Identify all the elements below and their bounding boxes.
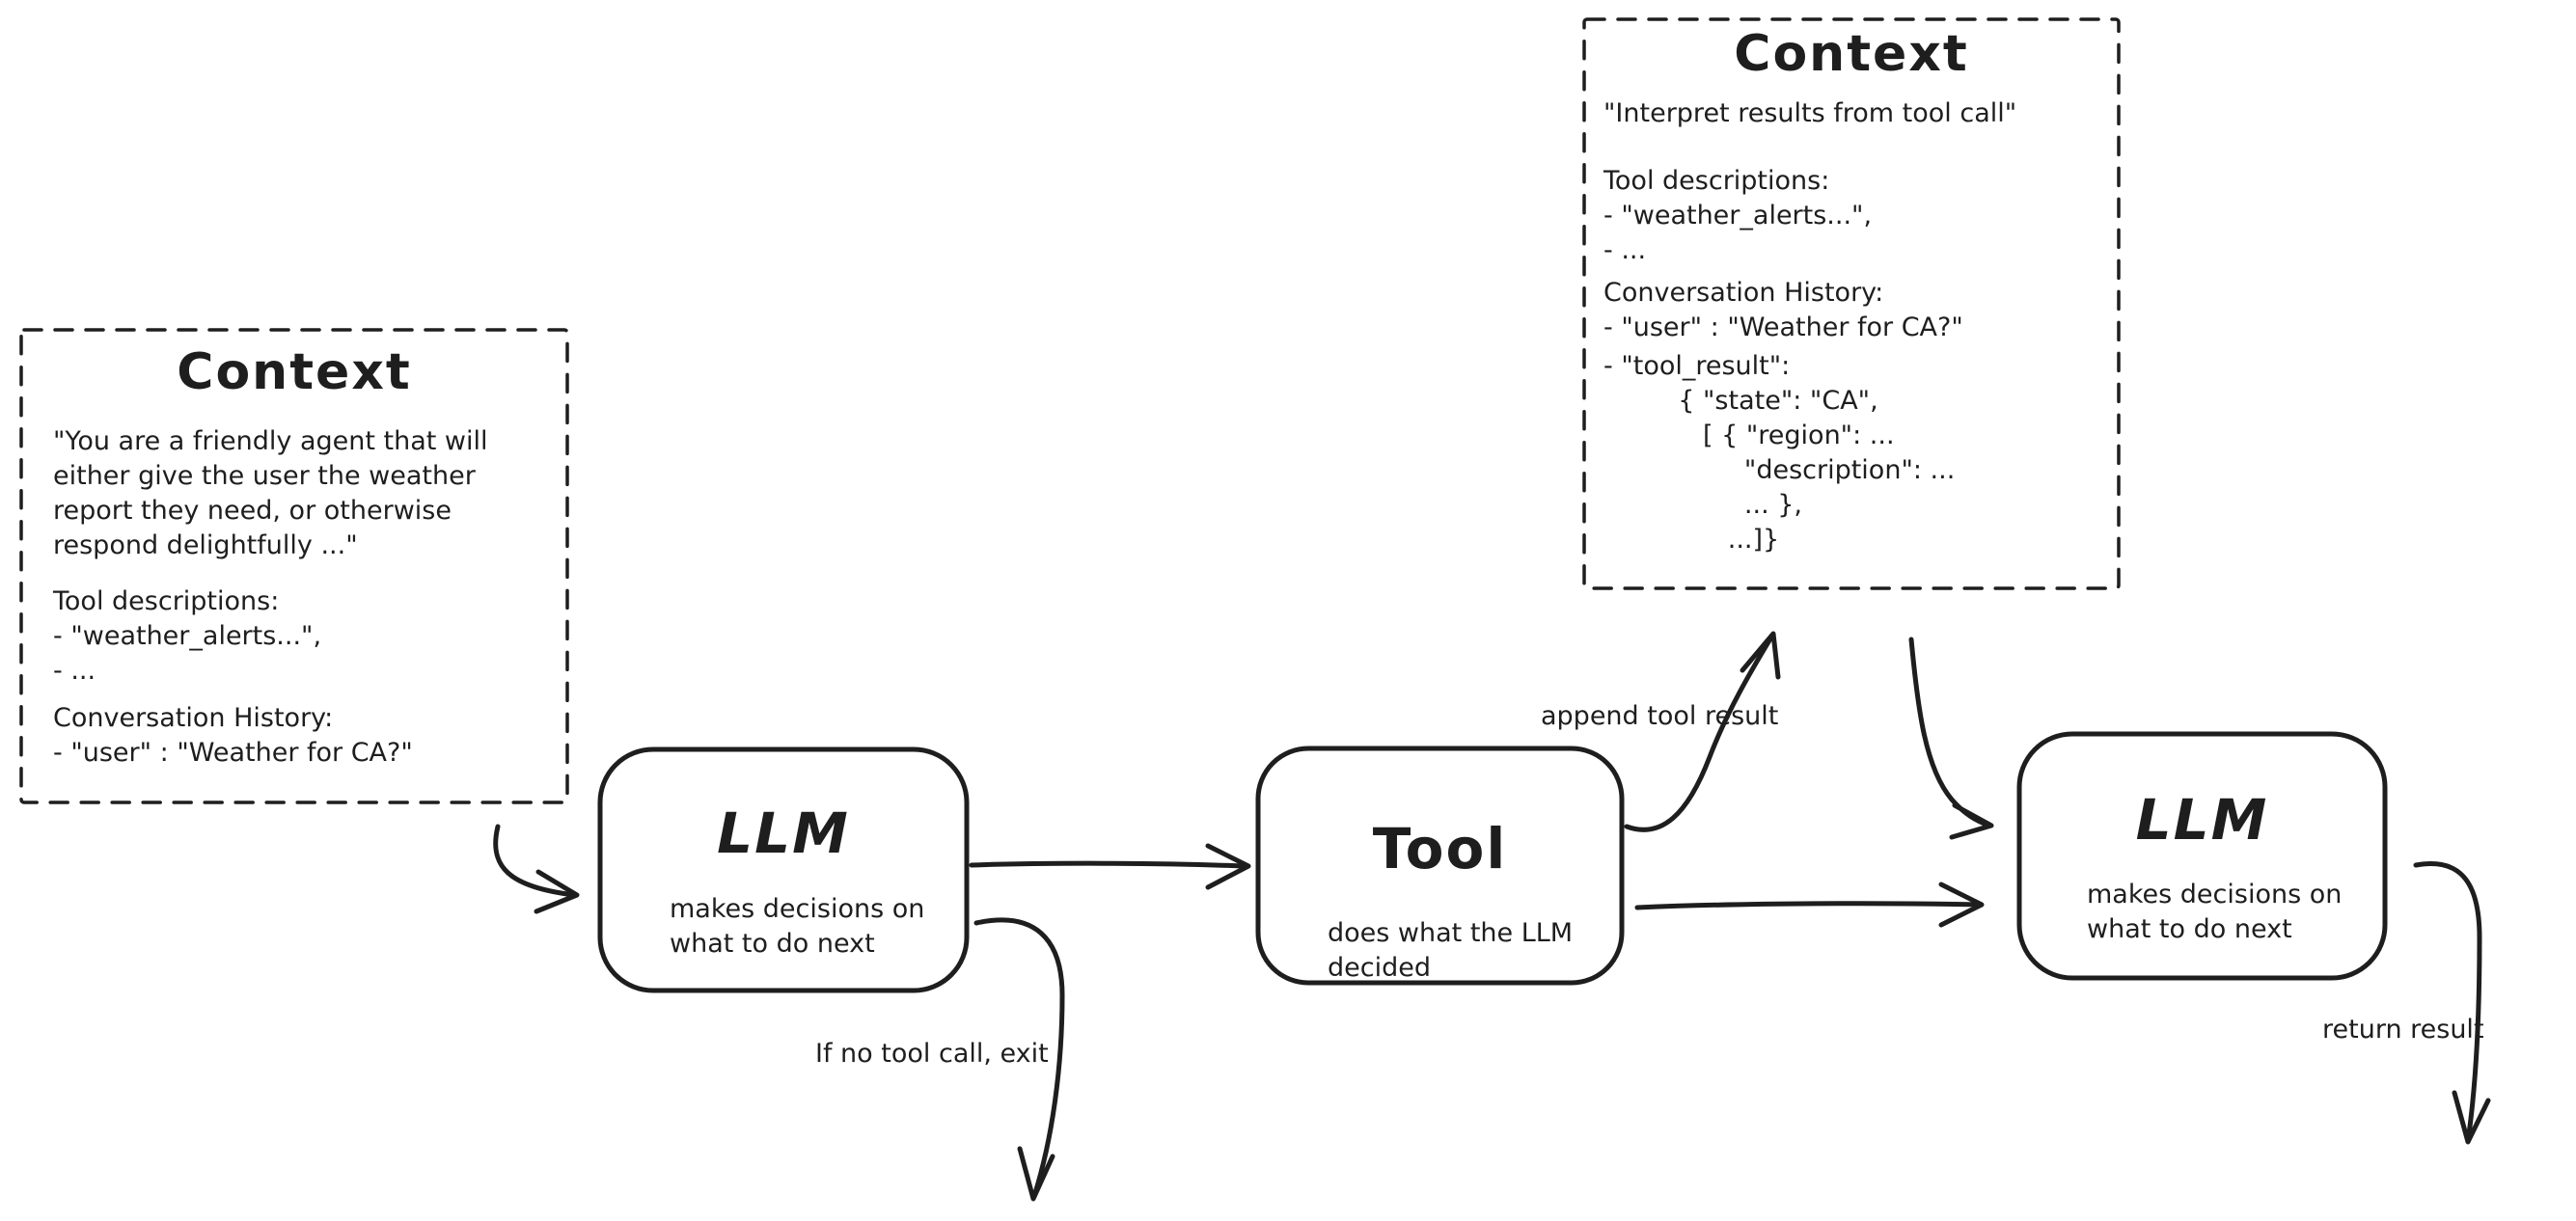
context-top-instruction: "Interpret results from tool call" bbox=[1603, 98, 2017, 128]
edge-label-no-tool-call-exit: If no tool call, exit bbox=[815, 1039, 1049, 1069]
llm1-node-title: LLM bbox=[717, 800, 850, 866]
context-top-tool-result: - "tool_result": { "state": "CA", [ { "r… bbox=[1603, 351, 1956, 555]
llm2-node-title: LLM bbox=[2135, 787, 2269, 853]
context-box-top-border bbox=[1582, 17, 2121, 590]
context-box-left-border bbox=[19, 328, 569, 804]
arrow-context-top-to-llm2 bbox=[1908, 637, 1994, 840]
arrow-llm2-return bbox=[2413, 861, 2491, 1145]
tool-node-title: Tool bbox=[1372, 816, 1508, 882]
context-left-tool-descriptions: Tool descriptions: - "weather_alerts..."… bbox=[53, 586, 322, 686]
llm1-node-subtitle: makes decisions on what to do next bbox=[670, 894, 925, 959]
llm2-node-box bbox=[2016, 731, 2388, 981]
context-top-conversation-history: Conversation History: - "user" : "Weathe… bbox=[1603, 278, 1963, 342]
tool-node-subtitle: does what the LLM decided bbox=[1328, 918, 1574, 983]
context-left-conversation-history: Conversation History: - "user" : "Weathe… bbox=[53, 703, 413, 768]
context-top-tool-descriptions: Tool descriptions: - "weather_alerts..."… bbox=[1603, 166, 1873, 265]
llm2-node-subtitle: makes decisions on what to do next bbox=[2087, 880, 2343, 944]
context-left-title: Context bbox=[177, 343, 412, 401]
context-top-title: Context bbox=[1734, 25, 1969, 83]
arrow-context-left-to-llm1 bbox=[493, 824, 580, 914]
llm1-node-box bbox=[597, 746, 970, 993]
arrow-tool-to-llm2 bbox=[1634, 882, 1985, 928]
context-left-system-prompt: "You are a friendly agent that will eith… bbox=[53, 426, 488, 560]
tool-node-box bbox=[1255, 746, 1625, 986]
edge-label-return-result: return result bbox=[2322, 1015, 2484, 1045]
arrow-tool-to-context-top bbox=[1624, 631, 1781, 832]
edge-label-append-tool-result: append tool result bbox=[1541, 701, 1779, 731]
arrow-llm1-exit bbox=[973, 917, 1065, 1202]
arrow-llm1-to-tool bbox=[969, 843, 1251, 890]
